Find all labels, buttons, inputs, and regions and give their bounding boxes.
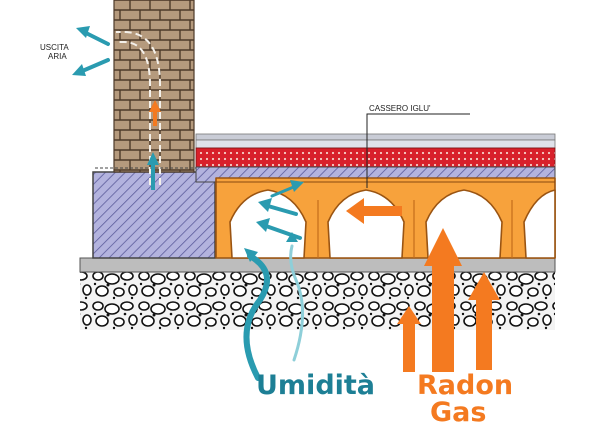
brick-wall bbox=[113, 0, 195, 173]
wall-vent-duct bbox=[116, 41, 151, 185]
air-outlet-label: USCITA bbox=[40, 43, 69, 52]
formwork-leader-line bbox=[366, 113, 470, 188]
formwork-label: CASSERO IGLU' bbox=[369, 104, 431, 113]
air-outlet-arrow-icon bbox=[72, 26, 110, 76]
igloo-cavity bbox=[523, 189, 556, 259]
floor-finish bbox=[195, 133, 556, 141]
radon-label: Radon bbox=[417, 370, 513, 401]
lean-concrete-slab bbox=[79, 257, 556, 273]
humidity-arrowheads bbox=[244, 180, 304, 262]
gravel-layer bbox=[80, 272, 555, 330]
air-outlet-label: ARIA bbox=[48, 52, 67, 61]
radon-arrow-icon bbox=[346, 198, 500, 372]
insulation-layer bbox=[195, 147, 556, 168]
igloo-formwork bbox=[215, 177, 556, 259]
up-arrow-icon bbox=[147, 100, 161, 190]
humidity-label: Umidità bbox=[256, 370, 375, 401]
radon-label: Gas bbox=[430, 397, 486, 427]
humidity-arrow-icon bbox=[243, 184, 304, 381]
screed-layer bbox=[195, 139, 556, 149]
